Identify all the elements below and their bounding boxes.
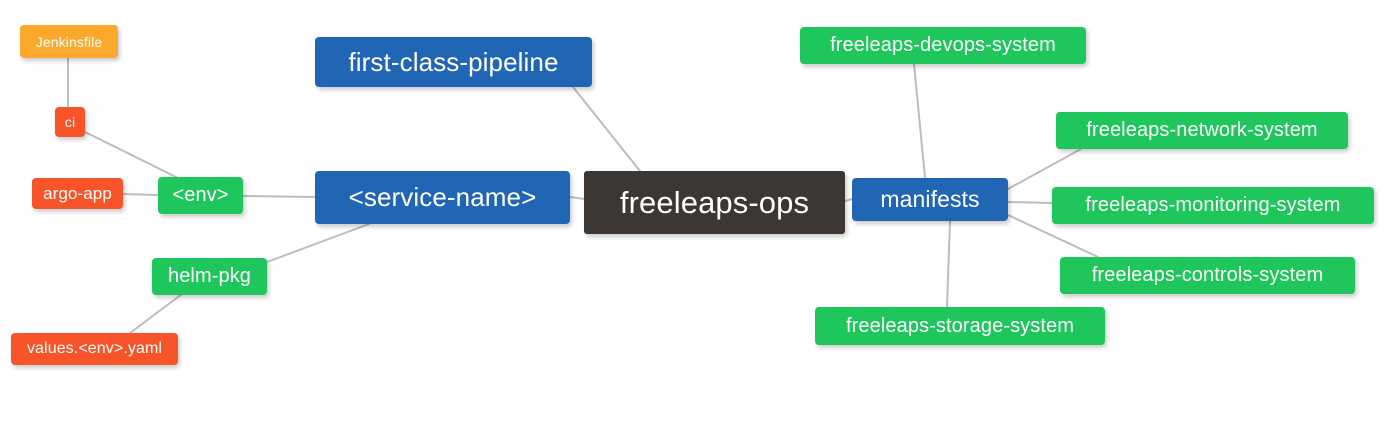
mindmap-node-argo[interactable]: argo-app [32, 178, 123, 209]
edge-helm-to-values [129, 293, 183, 334]
mindmap-node-storage[interactable]: freeleaps-storage-system [815, 307, 1105, 345]
edge-manifests-to-monitoring [1007, 201, 1053, 204]
mindmap-node-jenkins[interactable]: Jenkinsfile [20, 25, 118, 58]
edge-manifests-to-network [1007, 148, 1082, 190]
mindmap-node-helm[interactable]: helm-pkg [152, 258, 267, 295]
mindmap-node-values[interactable]: values.<env>.yaml [11, 333, 178, 365]
edge-manifests-to-storage [946, 220, 951, 308]
edge-service-to-helm [266, 223, 370, 263]
edge-root-to-manifests [844, 198, 853, 202]
edge-env-to-ci [84, 131, 177, 178]
mindmap-node-ci[interactable]: ci [55, 107, 85, 137]
mindmap-node-controls[interactable]: freeleaps-controls-system [1060, 257, 1355, 294]
edge-root-to-service [569, 196, 585, 200]
edge-manifests-to-devops [913, 63, 926, 179]
mindmap-node-pipeline[interactable]: first-class-pipeline [315, 37, 592, 87]
mindmap-node-root[interactable]: freeleaps-ops [584, 171, 845, 234]
mindmap-node-manifests[interactable]: manifests [852, 178, 1008, 221]
mindmap-node-network[interactable]: freeleaps-network-system [1056, 112, 1348, 149]
edge-root-to-pipeline [572, 86, 641, 172]
mindmap-node-devops[interactable]: freeleaps-devops-system [800, 27, 1086, 64]
mindmap-node-env[interactable]: <env> [158, 177, 243, 214]
mindmap-node-monitoring[interactable]: freeleaps-monitoring-system [1052, 187, 1374, 224]
edge-service-to-env [242, 195, 316, 198]
mindmap-node-service[interactable]: <service-name> [315, 171, 570, 224]
edge-env-to-argo [122, 193, 159, 196]
